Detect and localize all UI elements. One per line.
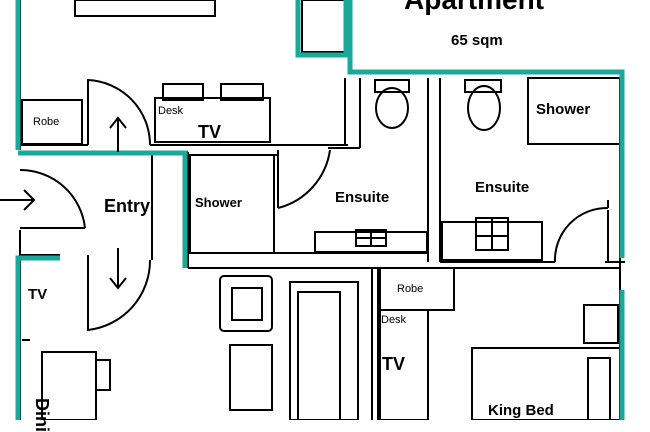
robe-left <box>21 99 83 145</box>
label-tv-bottom: TV <box>382 354 406 374</box>
ensuite-door-arc <box>553 206 609 263</box>
label-entry: Entry <box>104 196 151 216</box>
entry-door-arc <box>87 78 152 146</box>
top-cupboard <box>301 0 347 53</box>
toilet-left-bowl <box>375 87 409 129</box>
toilet-left-tank <box>374 79 410 93</box>
toilet-right-bowl <box>467 85 501 131</box>
label-ensuite-right: Ensuite <box>475 179 530 196</box>
label-dining: Dini <box>32 398 52 432</box>
accent-wall <box>295 0 349 58</box>
plan-area: 65 sqm <box>451 32 503 49</box>
label-shower-left: Shower <box>195 195 242 210</box>
label-shower-right: Shower <box>536 101 591 118</box>
accent-wall <box>18 150 188 268</box>
top-furniture <box>74 0 216 17</box>
toilet-right-tank <box>464 79 502 93</box>
accent-wall <box>347 0 625 258</box>
label-robe-left: Robe <box>33 116 60 128</box>
label-tv-living: TV <box>28 286 48 303</box>
desk-bottom <box>379 309 429 420</box>
label-king-bed: King Bed <box>488 402 554 419</box>
entry-door-arc <box>87 255 152 332</box>
ensuite-door-arc <box>277 149 331 209</box>
front-door-arc <box>19 168 86 229</box>
label-robe-bottom: Robe <box>397 283 424 295</box>
label-ensuite-left: Ensuite <box>335 189 390 206</box>
armchair <box>219 275 273 332</box>
floor-plan <box>0 0 625 420</box>
chair <box>220 83 264 101</box>
chair <box>162 83 204 101</box>
label-desk-top: Desk <box>158 105 184 117</box>
sofa <box>289 281 359 420</box>
accent-wall <box>15 255 60 420</box>
plan-title: Apartment <box>404 0 544 16</box>
label-tv-top: TV <box>198 122 222 142</box>
coffee-table <box>229 344 273 411</box>
label-desk-bottom: Desk <box>381 314 407 326</box>
bedside-table <box>583 304 619 344</box>
desk-top <box>154 97 271 143</box>
